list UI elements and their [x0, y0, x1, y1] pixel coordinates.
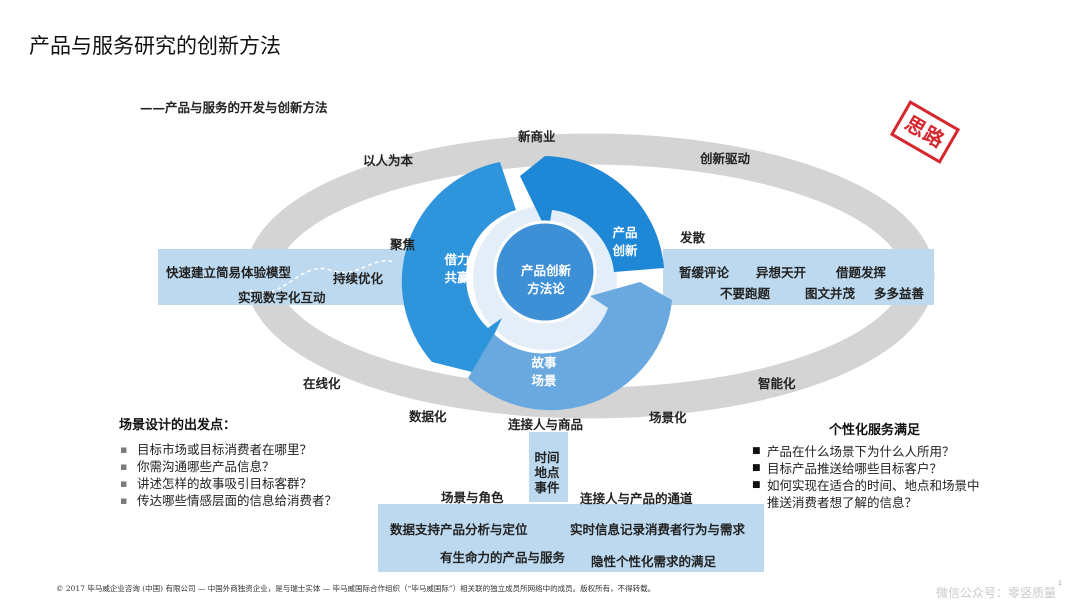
right-panel-item: 如何实现在适合的时间、地点和场景中推送消费者想了解的信息？ — [750, 477, 982, 511]
stem-rect — [529, 432, 568, 502]
watermark: 微信公众号：零竖质量 — [936, 586, 1057, 600]
left-panel-item: 你需沟通哪些产品信息？ — [120, 458, 340, 475]
bottom-left-label: 场景与角色 — [441, 490, 504, 505]
right-band-item: 不要跑题 — [720, 286, 771, 301]
left-band-item: 持续优化 — [333, 271, 384, 286]
left-band-item: 快速建立简易体验模型 — [166, 265, 292, 280]
arrow-segment-left — [401, 162, 516, 373]
right-band-item: 图文并茂 — [805, 286, 856, 301]
page-title: 产品与服务研究的创新方法 — [29, 34, 281, 58]
ring-label-bottom-right-2: 场景化 — [649, 410, 687, 425]
left-band — [158, 249, 416, 305]
arrow-segment-right — [520, 156, 664, 272]
ring-label-top-right: 创新驱动 — [700, 151, 751, 166]
cycle-center-label: 产品创新方法论 — [520, 263, 571, 296]
band-wave — [249, 260, 396, 294]
right-band-item: 暂缓评论 — [679, 265, 730, 280]
center-circle — [493, 220, 597, 324]
page-number: 1 — [1058, 580, 1062, 587]
left-panel-title: 场景设计的出发点： — [119, 418, 237, 433]
ring-label-top-left: 以人为本 — [363, 153, 414, 168]
left-panel-list: 目标市场或目标消费者在哪里？ 你需沟通哪些产品信息？ 讲述怎样的故事吸引目标客群… — [120, 441, 340, 509]
cycle-segment-left-label: 借力共赢 — [444, 252, 470, 285]
bottom-cell: 实时信息记录消费者行为与需求 — [570, 522, 746, 537]
footer-copyright: © 2017 毕马威企业咨询 (中国) 有限公司 — 中国外商独资企业，是与瑞士… — [56, 584, 656, 593]
right-panel-item: 目标产品推送给哪些目标客户？ — [750, 460, 982, 477]
ring-label-bottom-right-1: 智能化 — [758, 376, 796, 391]
ring-label-top: 新商业 — [518, 129, 556, 144]
arrow-segment-bottom — [468, 282, 672, 411]
ring-label-bottom-left-1: 在线化 — [303, 376, 341, 391]
bottom-cell: 数据支持产品分析与定位 — [390, 522, 528, 537]
left-band-item: 实现数字化互动 — [238, 290, 326, 305]
right-band — [663, 249, 934, 305]
diagram-subtitle: ——产品与服务的开发与创新方法 — [140, 100, 328, 115]
right-panel-title: 个性化服务满足 — [829, 423, 921, 438]
bottom-cell: 隐性个性化需求的满足 — [591, 554, 717, 569]
right-band-item: 多多益善 — [874, 286, 925, 301]
bottom-right-label: 连接人与产品的通道 — [580, 491, 693, 506]
cycle-segment-bottom-label: 故事场景 — [531, 355, 557, 388]
stem-label: 时间地点事件 — [534, 450, 560, 495]
ring-label-bottom-center: 连接人与商品 — [508, 417, 584, 432]
left-panel-item: 传达哪些情感层面的信息给消费者？ — [120, 492, 340, 509]
right-band-item: 异想天开 — [756, 265, 807, 280]
bottom-box — [378, 504, 764, 572]
right-band-heading: 发散 — [680, 230, 706, 245]
right-panel-item: 产品在什么场景下为什么人所用？ — [750, 443, 982, 460]
right-panel-list: 产品在什么场景下为什么人所用？ 目标产品推送给哪些目标客户？ 如何实现在适合的时… — [750, 443, 982, 511]
left-band-heading: 聚焦 — [390, 237, 416, 252]
right-band-item: 借题发挥 — [836, 265, 887, 280]
left-panel-item: 目标市场或目标消费者在哪里？ — [120, 441, 340, 458]
ring-label-bottom-left-2: 数据化 — [409, 409, 447, 424]
cycle-segment-right-label: 产品创新 — [612, 225, 638, 258]
left-panel-item: 讲述怎样的故事吸引目标客群？ — [120, 475, 340, 492]
bottom-cell: 有生命力的产品与服务 — [440, 550, 566, 565]
